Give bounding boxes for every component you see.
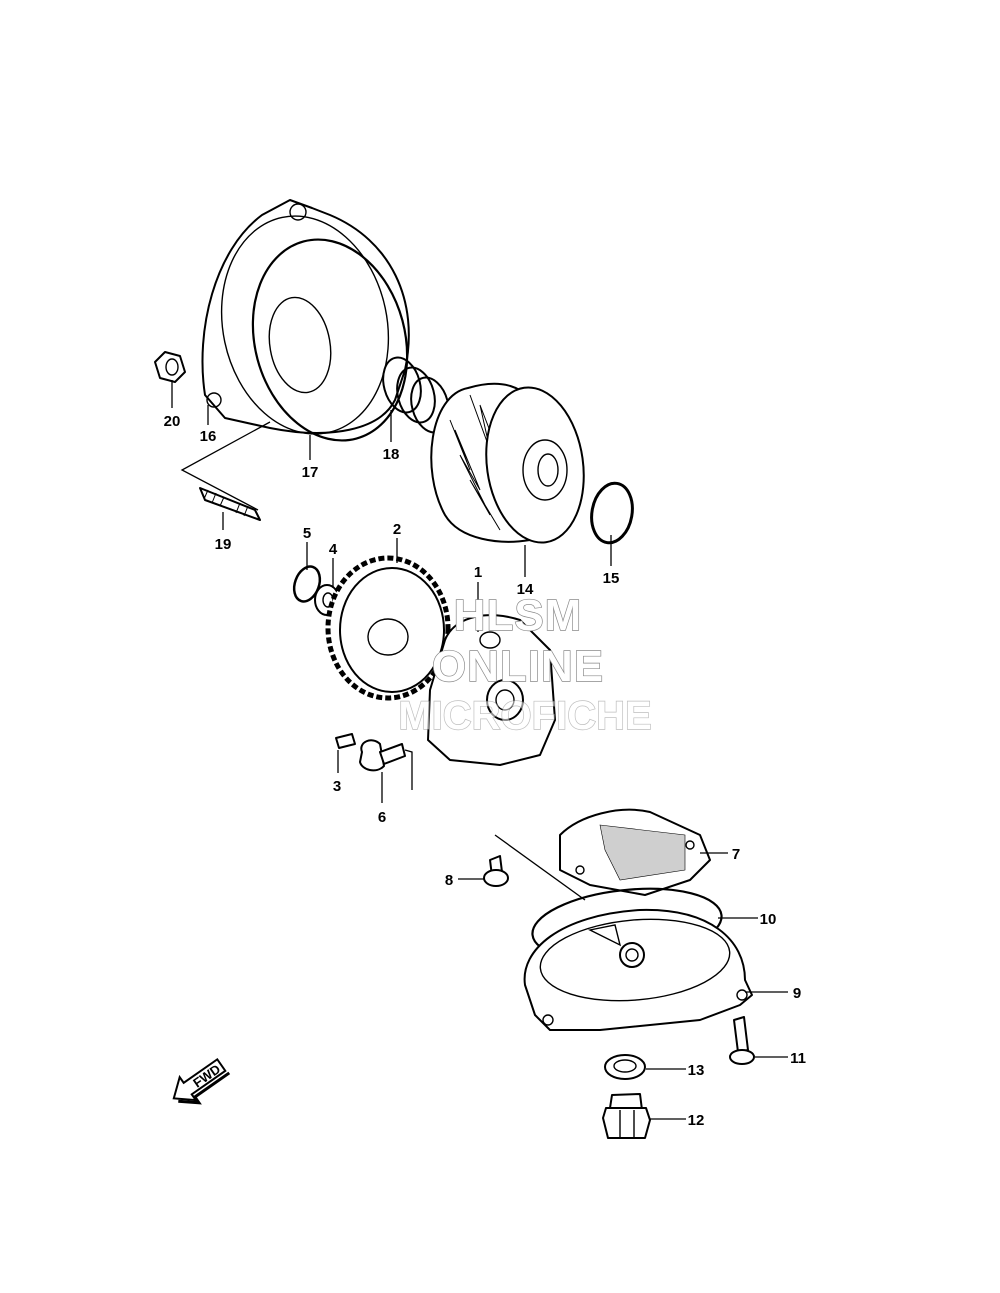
part-19-stud-bolt[interactable] [199,487,261,521]
callout-6[interactable]: 6 [378,809,386,826]
part-13-drain-washer[interactable] [604,1054,646,1080]
part-20-nut[interactable] [154,351,186,383]
callout-19[interactable]: 19 [215,536,232,553]
part-12-drain-plug[interactable] [602,1093,651,1139]
part-2-pump-gear[interactable] [325,555,451,701]
callout-5[interactable]: 5 [303,525,311,542]
callout-13[interactable]: 13 [688,1062,705,1079]
part-3-dowel-pin[interactable] [335,733,356,749]
callout-7[interactable]: 7 [732,846,740,863]
callout-9[interactable]: 9 [793,985,801,1002]
part-15-filter-o-ring[interactable] [587,480,637,546]
callout-16[interactable]: 16 [200,428,217,445]
part-5-circlip[interactable] [290,563,325,605]
callout-17[interactable]: 17 [302,464,319,481]
part-11-bolt[interactable] [729,1016,755,1065]
callout-12[interactable]: 12 [688,1112,705,1129]
callout-labels: 20 16 17 18 19 14 15 5 4 2 1 3 6 7 8 10 … [164,413,806,1129]
callout-18[interactable]: 18 [383,446,400,463]
callout-20[interactable]: 20 [164,413,181,430]
callout-3[interactable]: 3 [333,778,341,795]
part-6-bolt[interactable] [359,739,406,772]
part-16-filter-cover[interactable] [201,199,410,450]
watermark: HLSM ONLINE MICROFICHE [398,590,653,738]
part-14-oil-filter[interactable] [430,381,593,549]
callout-15[interactable]: 15 [603,570,620,587]
fwd-arrow-icon: FWD [172,1057,231,1105]
watermark-line-3: MICROFICHE [398,694,651,738]
part-9-oil-pan-cover[interactable] [523,908,753,1031]
callout-14[interactable]: 14 [517,581,534,598]
callout-2[interactable]: 2 [393,521,401,538]
callout-4[interactable]: 4 [329,541,338,558]
part-17-o-ring[interactable] [231,222,429,458]
watermark-line-2: ONLINE [432,642,604,691]
part-1-oil-pump[interactable] [427,614,556,766]
part-8-screw[interactable] [483,855,509,887]
part-7-gasket[interactable] [559,808,711,896]
watermark-line-1: HLSM [454,591,583,640]
callout-10[interactable]: 10 [760,911,777,928]
callout-11[interactable]: 11 [790,1050,806,1067]
callout-8[interactable]: 8 [445,872,453,889]
callout-1[interactable]: 1 [474,564,482,581]
leader-lines [171,380,788,1120]
